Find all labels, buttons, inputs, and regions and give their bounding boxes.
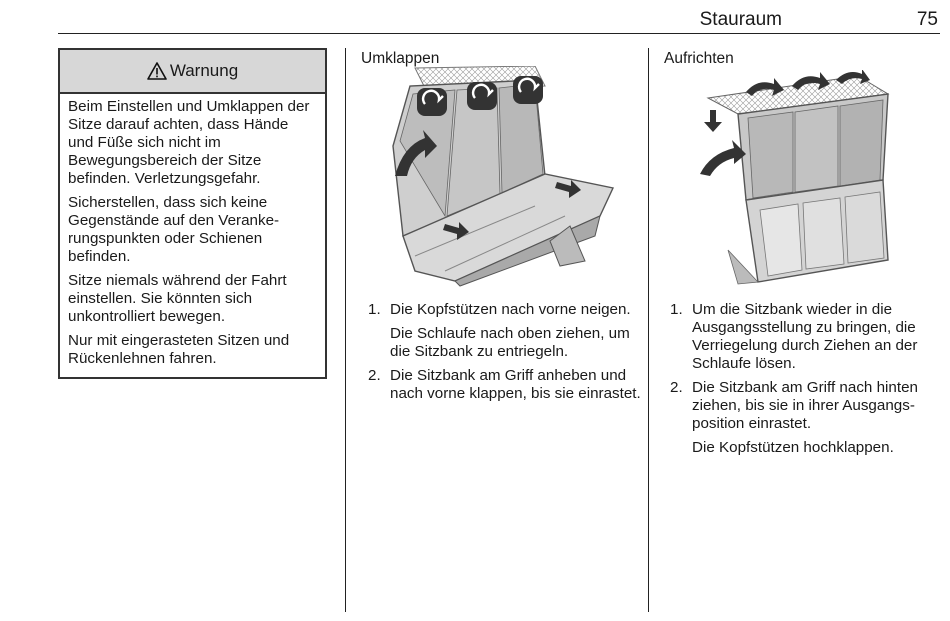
step-text: Um die Sitzbank wieder in die Ausgangsst…	[692, 301, 918, 372]
section-title: Stauraum	[699, 9, 782, 30]
step-text: Die Sitzbank am Griff nach hinten ziehen…	[692, 379, 918, 432]
step-text: Die Kopfstützen nach vorne neigen.	[390, 301, 631, 318]
step-number: 2.	[368, 367, 381, 384]
step-number: 2.	[670, 379, 683, 396]
column-aufrichten: Aufrichten	[664, 48, 734, 68]
upright-seat-illustration	[700, 70, 890, 285]
warning-header: Warnung	[60, 50, 325, 94]
steps-umklappen: 1. Die Kopfstützen nach vorne neigen. Di…	[368, 301, 643, 409]
warning-paragraph: Sitze niemals während der Fahrt einstell…	[68, 272, 287, 325]
warning-box: Warnung Beim Einstellen und Umklappen de…	[58, 48, 327, 379]
folding-seat-illustration	[392, 66, 615, 287]
step-item: 1. Die Kopfstützen nach vorne neigen. Di…	[368, 301, 643, 361]
steps-aufrichten: 1. Um die Sitzbank wieder in die Ausgang…	[670, 301, 942, 463]
step-item: 1. Um die Sitzbank wieder in die Ausgang…	[670, 301, 942, 373]
column-divider	[345, 48, 346, 612]
warning-body: Beim Einstellen und Umklappen der Sitze …	[60, 94, 325, 368]
step-text: Die Sitzbank am Griff anheben und nach v…	[390, 367, 641, 402]
column-umklappen: Umklappen	[361, 48, 439, 68]
step-subtext: Die Kopfstützen hochklappen.	[692, 439, 894, 456]
section-heading-umklappen: Umklappen	[361, 50, 440, 67]
step-number: 1.	[368, 301, 381, 318]
step-number: 1.	[670, 301, 683, 318]
page-number: 75	[916, 9, 938, 30]
warning-triangle-icon	[147, 62, 167, 80]
step-item: 2. Die Sitzbank am Griff anheben und nac…	[368, 367, 643, 403]
header-rule	[58, 33, 940, 34]
warning-paragraph: Nur mit eingerasteten Sitzen und Rückenl…	[68, 332, 290, 367]
step-subtext: Die Schlaufe nach oben ziehen, um die Si…	[390, 325, 630, 360]
warning-paragraph: Sicherstellen, dass sich keine Gegenstän…	[68, 194, 280, 265]
column-divider	[648, 48, 649, 612]
warning-paragraph: Beim Einstellen und Umklappen der Sitze …	[68, 98, 310, 187]
section-heading-aufrichten: Aufrichten	[664, 50, 734, 67]
step-item: 2. Die Sitzbank am Griff nach hinten zie…	[670, 379, 942, 457]
warning-title: Warnung	[169, 61, 239, 80]
